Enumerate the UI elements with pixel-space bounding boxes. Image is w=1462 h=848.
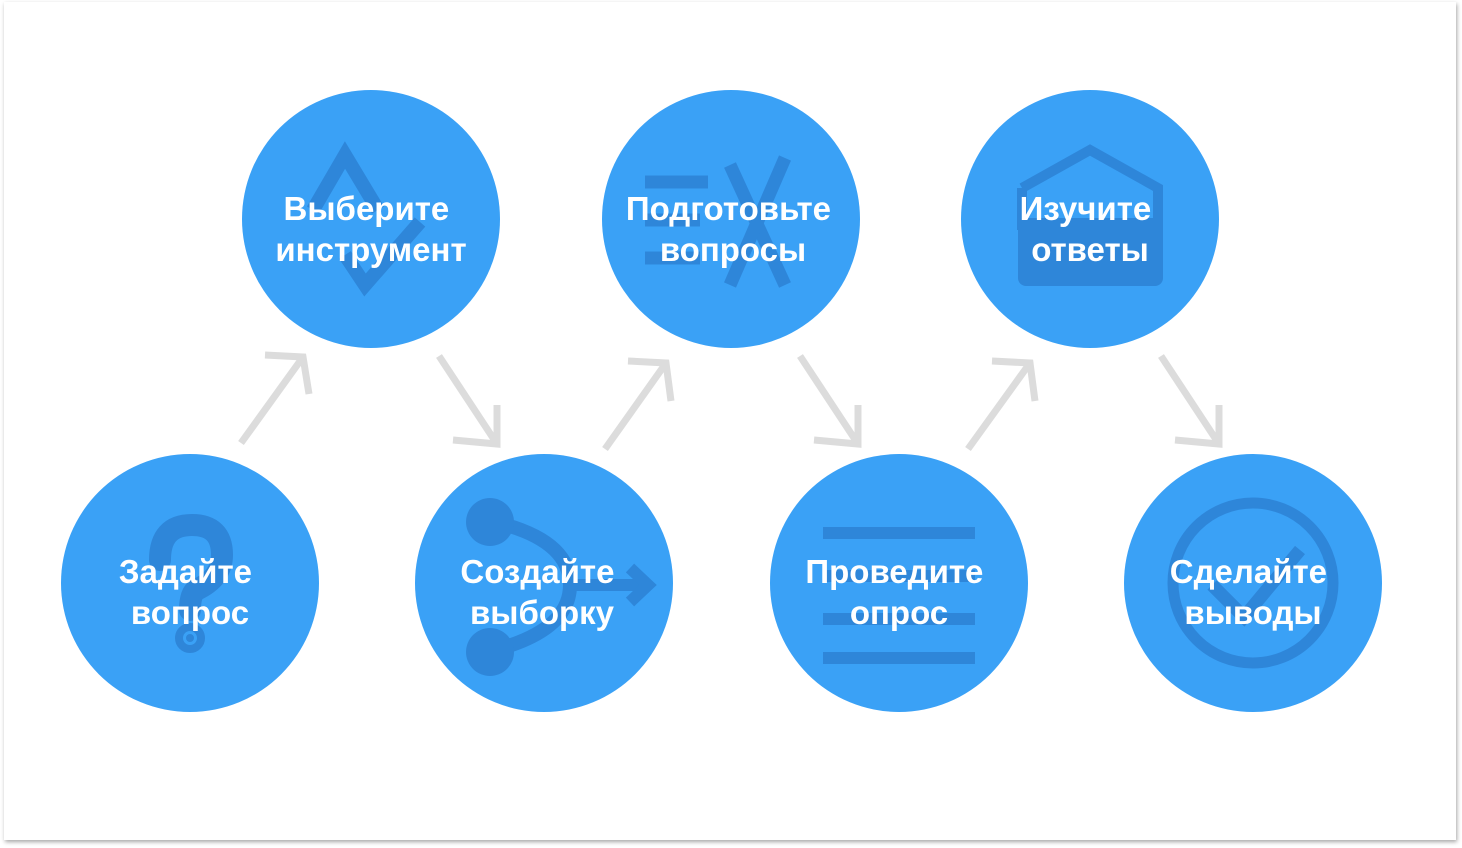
step-label: Проведите опрос — [805, 553, 992, 631]
step-ask-question: Задайте вопрос — [61, 454, 319, 712]
step-label-line2: вопрос — [131, 594, 249, 631]
arrow-up-3 — [965, 357, 1039, 452]
step-choose-tool: Выберите инструмент — [242, 90, 500, 348]
step-label-line2: вопросы — [660, 231, 806, 268]
step-study-answers: Изучите ответы — [961, 90, 1219, 348]
envelope-icon — [1017, 144, 1163, 286]
step-label: Задайте вопрос — [119, 553, 261, 631]
step-label: Изучите ответы — [1020, 190, 1161, 268]
step-label: Сделайте выводы — [1170, 553, 1336, 631]
step-label-line2: выборку — [470, 594, 615, 631]
question-mark-icon — [149, 513, 234, 653]
step-label-line2: выводы — [1184, 594, 1321, 631]
step-conduct-survey: Проведите опрос — [770, 454, 1028, 712]
step-circle — [242, 90, 500, 348]
arrow-up-2 — [602, 357, 675, 452]
checkmark-icon — [306, 141, 426, 297]
step-label-line1: Сделайте — [1170, 553, 1327, 590]
step-label-line1: Изучите — [1020, 190, 1152, 227]
step-label-line1: Выберите — [284, 190, 450, 227]
step-label-line2: инструмент — [275, 231, 466, 268]
step-circle — [1124, 454, 1382, 712]
step-circle — [602, 90, 860, 348]
step-draw-conclusions: Сделайте выводы — [1124, 454, 1382, 712]
step-label-line1: Создайте — [460, 553, 614, 590]
step-label-line1: Задайте — [119, 553, 252, 590]
lines-icon — [823, 527, 975, 664]
step-prepare-questions: Подготовьте вопросы — [602, 90, 860, 348]
step-label-line1: Проведите — [805, 553, 983, 590]
arrow-down-3 — [1158, 354, 1223, 448]
step-label: Подготовьте вопросы — [626, 190, 840, 268]
list-cross-icon — [645, 155, 791, 288]
step-circle — [770, 454, 1028, 712]
arrows — [238, 351, 1223, 452]
step-label-line1: Подготовьте — [626, 190, 831, 227]
step-label: Выберите инструмент — [275, 190, 466, 268]
step-create-sample: Создайте выборку — [415, 454, 673, 712]
share-nodes-icon — [466, 498, 657, 676]
arrow-down-2 — [797, 354, 862, 448]
step-label-line2: ответы — [1031, 231, 1149, 268]
arrow-up-1 — [238, 351, 313, 446]
step-label-line2: опрос — [850, 594, 948, 631]
step-label: Создайте выборку — [460, 553, 623, 631]
check-circle-icon — [1167, 497, 1339, 669]
arrow-down-1 — [436, 354, 501, 448]
